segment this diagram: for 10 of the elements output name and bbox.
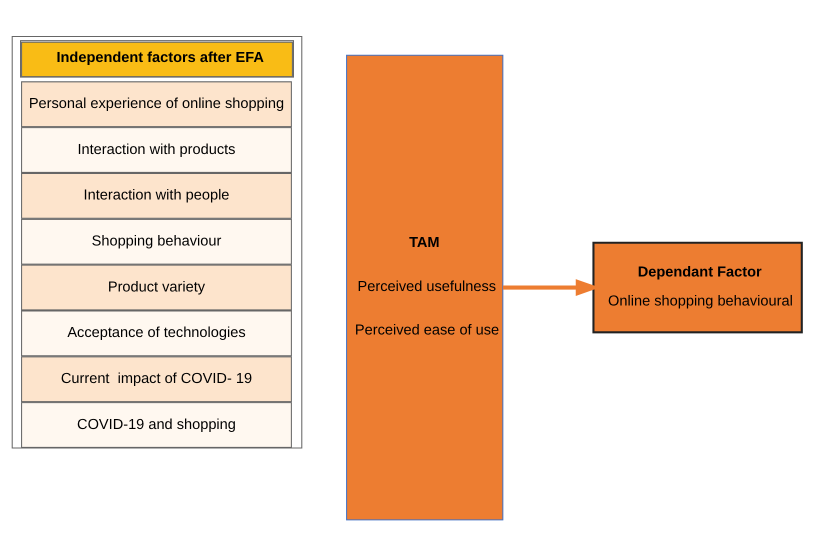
- node-box: COVID-19 and shopping: [21, 402, 292, 448]
- node-box: Personal experience of online shopping: [21, 81, 292, 128]
- node-box: Current impact of COVID- 19: [21, 356, 292, 402]
- node-box: Shopping behaviour: [21, 218, 292, 265]
- node-box: Dependant Factor Online shopping behavioural: [592, 242, 803, 334]
- node-box: Interaction with products: [21, 127, 292, 173]
- node-box: Product variety: [21, 264, 292, 310]
- node-box: Interaction with people: [21, 172, 292, 219]
- node-box: Acceptance of technologies: [21, 310, 292, 356]
- node-box: TAM Perceived usefulness Perceived ease of use: [346, 54, 504, 520]
